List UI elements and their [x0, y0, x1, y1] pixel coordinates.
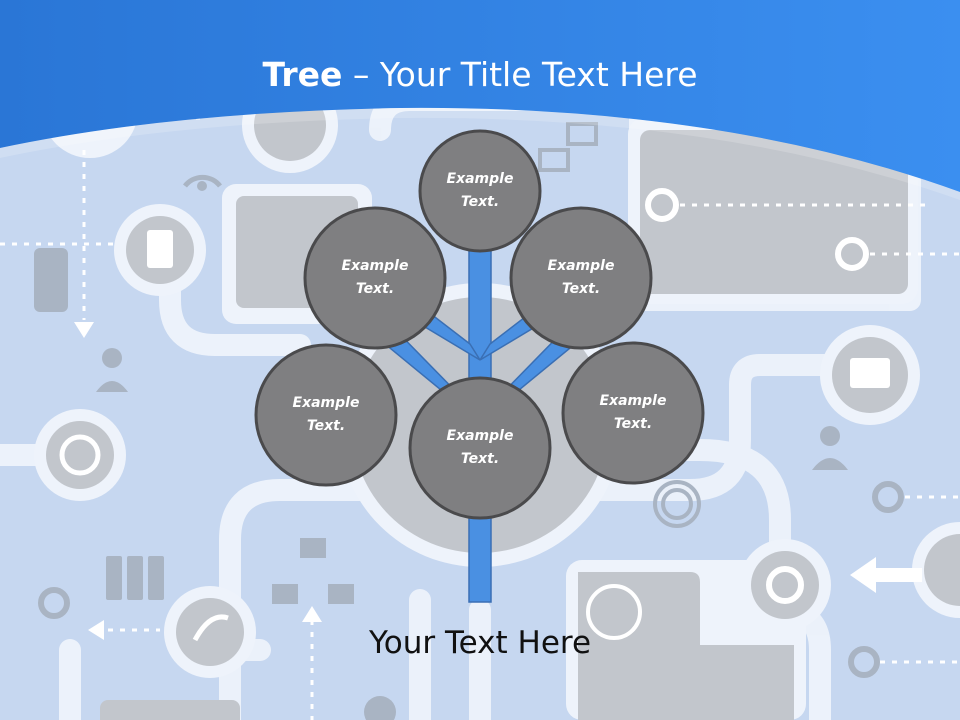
- node-text-lower-right: Example Text.: [568, 390, 698, 436]
- tree-nodes: [254, 129, 705, 520]
- node-text-line: Text.: [355, 281, 395, 297]
- node-text-top: Example Text.: [415, 168, 545, 214]
- node-text-line: Text.: [306, 418, 346, 434]
- node-circle-upper-left: [303, 206, 447, 350]
- title-dash: –: [342, 55, 380, 94]
- node-text-center: Example Text.: [415, 425, 545, 471]
- node-text-upper-left: Example Text.: [310, 255, 440, 301]
- node-text-line: Example: [341, 258, 409, 274]
- node-text-line: Example: [547, 258, 615, 274]
- node-text-line: Text.: [613, 416, 653, 432]
- node-text-line: Text.: [561, 281, 601, 297]
- node-circle-center: [408, 376, 552, 520]
- node-text-line: Example: [292, 395, 360, 411]
- node-circle-lower-right: [561, 341, 705, 485]
- footer-text: Your Text Here: [368, 625, 592, 661]
- node-text-line: Example: [599, 393, 667, 409]
- node-circle-lower-left: [254, 343, 398, 487]
- node-text-line: Text.: [460, 194, 500, 210]
- node-text-line: Text.: [460, 451, 500, 467]
- node-text-line: Example: [446, 171, 514, 187]
- node-circle-upper-right: [509, 206, 653, 350]
- node-text-lower-left: Example Text.: [261, 392, 391, 438]
- title-rest: Your Title Text Here: [379, 55, 698, 94]
- node-circle-top: [418, 129, 542, 253]
- title-bold: Tree: [262, 55, 343, 94]
- node-text-line: Example: [446, 428, 514, 444]
- node-text-upper-right: Example Text.: [516, 255, 646, 301]
- slide-title: Tree – Your Title Text Here: [0, 52, 960, 98]
